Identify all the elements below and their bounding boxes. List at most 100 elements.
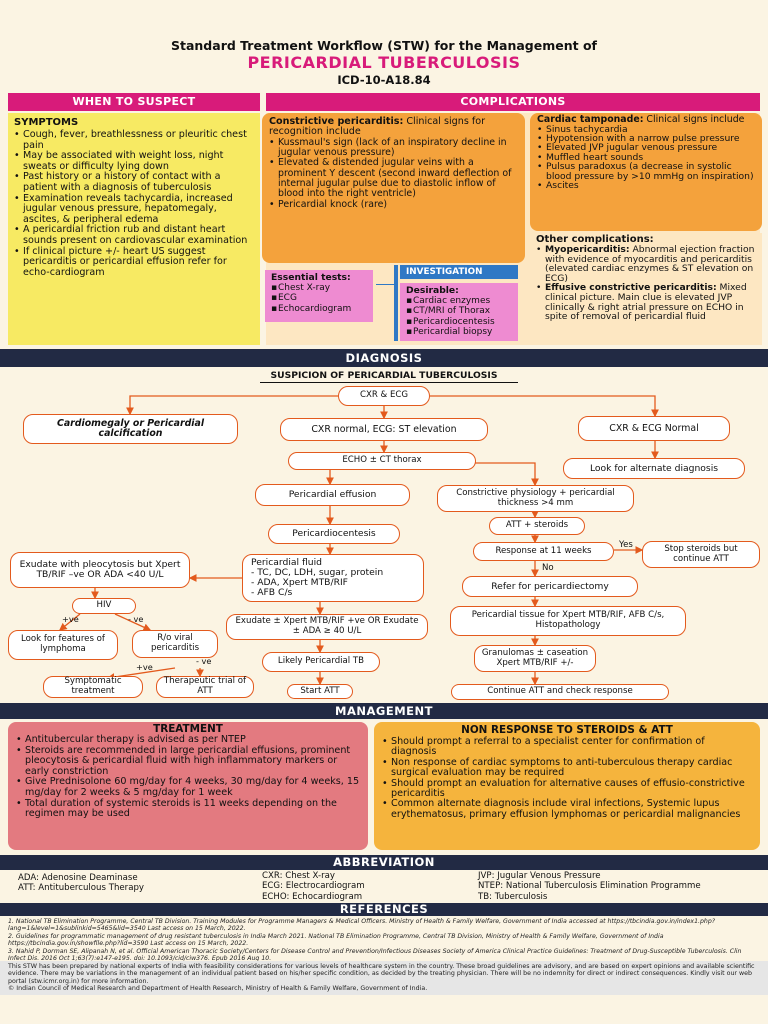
node-alternate: Look for alternate diagnosis bbox=[563, 458, 745, 479]
tamponade-item: Sinus tachycardia bbox=[537, 124, 755, 134]
nonresponse-heading: NON RESPONSE TO STEROIDS & ATT bbox=[461, 724, 673, 736]
essential-test-item: ECG bbox=[271, 293, 367, 304]
node-cardiomegaly: Cardiomegaly or Pericardial calcificatio… bbox=[23, 414, 238, 444]
node-symptomatic: Symptomatic treatment bbox=[43, 676, 143, 698]
desirable-tests-box: Desirable: Cardiac enzymesCT/MRI of Thor… bbox=[400, 283, 518, 341]
investigation-bar bbox=[394, 265, 398, 341]
abbreviation-item: ECHO: Echocardiogram bbox=[262, 891, 363, 902]
tamponade-item: Muffled heart sounds bbox=[537, 152, 755, 162]
nonresponse-list: Should prompt a referral to a specialist… bbox=[382, 736, 752, 820]
constrictive-item: Pericardial knock (rare) bbox=[269, 199, 518, 210]
constrictive-item: Elevated & distended jugular veins with … bbox=[269, 158, 518, 199]
label-viral-pos: +ve bbox=[136, 662, 153, 672]
fluid-item: - AFB C/s bbox=[251, 587, 293, 599]
header-icd: ICD-10-A18.84 bbox=[337, 73, 431, 87]
node-exudate: Exudate with pleocytosis but Xpert TB/RI… bbox=[10, 552, 190, 588]
myo-title: Myopericarditis: bbox=[545, 244, 630, 255]
treatment-list: Antitubercular therapy is advised as per… bbox=[16, 734, 360, 820]
tamponade-item: Hypotension with a narrow pulse pressure bbox=[537, 134, 755, 144]
complications-heading: COMPLICATIONS bbox=[266, 93, 760, 111]
treatment-panel: TREATMENT Antitubercular therapy is advi… bbox=[8, 722, 368, 850]
header-title: Standard Treatment Workflow (STW) for th… bbox=[171, 38, 597, 53]
node-start-att: Start ATT bbox=[287, 684, 353, 699]
node-lymphoma: Look for features of lymphoma bbox=[8, 630, 118, 660]
constrictive-title: Constrictive pericarditis: bbox=[269, 116, 404, 127]
node-pericardiectomy: Refer for pericardiectomy bbox=[462, 576, 638, 597]
node-therapeutic: Therapeutic trial of ATT bbox=[156, 676, 254, 698]
essential-test-item: Echocardiogram bbox=[271, 304, 367, 315]
constrictive-intro: Clinical signs for recognition include bbox=[269, 116, 486, 138]
other-complications-box: Other complications: Myopericarditis: Ab… bbox=[530, 233, 762, 345]
symptoms-heading: SYMPTOMS bbox=[14, 117, 79, 128]
investigation-label: INVESTIGATION bbox=[400, 265, 518, 279]
when-to-suspect-panel: SYMPTOMS Cough, fever, breathlessness or… bbox=[8, 113, 260, 345]
diagnosis-subheading: SUSPICION OF PERICARDIAL TUBERCULOSIS bbox=[270, 370, 498, 381]
desirable-list: Cardiac enzymesCT/MRI of ThoraxPericardi… bbox=[406, 296, 512, 338]
label-no: No bbox=[542, 563, 554, 573]
abbreviation-item: ATT: Antituberculous Therapy bbox=[18, 883, 145, 894]
label-yes: Yes bbox=[619, 540, 633, 550]
symptom-item: Past history or a history of contact wit… bbox=[14, 172, 254, 193]
node-cxr-normal-st: CXR normal, ECG: ST elevation bbox=[280, 418, 488, 441]
tamponade-item: Ascites bbox=[537, 181, 755, 191]
node-cxr-ecg: CXR & ECG bbox=[338, 386, 430, 406]
constrictive-item: Kussmaul's sign (lack of an inspiratory … bbox=[269, 137, 518, 159]
symptom-item: If clinical picture +/- heart US suggest… bbox=[14, 246, 254, 279]
references-list: 1. National TB Elimination Programme, Ce… bbox=[8, 918, 760, 962]
constrictive-box: Constrictive pericarditis: Clinical sign… bbox=[262, 113, 525, 263]
constrictive-list: Kussmaul's sign (lack of an inspiratory … bbox=[269, 137, 518, 210]
desirable-test-item: CT/MRI of Thorax bbox=[406, 306, 512, 317]
essential-title: Essential tests: bbox=[271, 272, 351, 283]
symptom-item: May be associated with weight loss, nigh… bbox=[14, 150, 254, 172]
node-echo: ECHO ± CT thorax bbox=[288, 452, 476, 470]
other-item: Myopericarditis: Abnormal ejection fract… bbox=[536, 245, 756, 283]
node-hiv: HIV bbox=[72, 598, 136, 614]
abbreviation-item: NTEP: National Tuberculosis Elimination … bbox=[478, 881, 701, 892]
label-viral-neg: - ve bbox=[196, 656, 212, 666]
node-att-steroids: ATT + steroids bbox=[489, 517, 585, 535]
tamponade-box: Cardiac tamponade: Clinical signs includ… bbox=[530, 113, 762, 231]
treatment-heading: TREATMENT bbox=[153, 723, 223, 735]
other-item: Effusive constrictive pericarditis: Mixe… bbox=[536, 283, 756, 321]
node-effusion: Pericardial effusion bbox=[255, 484, 410, 506]
fluid-item: - TC, DC, LDH, sugar, protein bbox=[251, 566, 384, 578]
fluid-item: - ADA, Xpert MTB/RIF bbox=[251, 577, 348, 588]
node-stop-steroids: Stop steroids but continue ATT bbox=[642, 541, 760, 568]
symptom-item: Cough, fever, breathlessness or pleuriti… bbox=[14, 129, 254, 151]
node-fluid: Pericardial fluid - TC, DC, LDH, sugar, … bbox=[242, 554, 424, 602]
node-continue-att: Continue ATT and check response bbox=[451, 684, 669, 700]
management-heading: MANAGEMENT bbox=[0, 703, 768, 719]
eff-title: Effusive constrictive pericarditis: bbox=[545, 282, 717, 294]
tamponade-item: Elevated JVP jugular venous pressure bbox=[537, 143, 755, 153]
header-disease: PERICARDIAL TUBERCULOSIS bbox=[247, 53, 521, 72]
nonresponse-item: Should prompt an evaluation for alternat… bbox=[382, 778, 752, 800]
desirable-test-item: Cardiac enzymes bbox=[406, 296, 512, 307]
node-granulomas: Granulomas ± caseation Xpert MTB/RIF +/- bbox=[474, 645, 596, 672]
other-complications-title: Other complications: bbox=[536, 234, 654, 245]
desirable-test-item: Pericardial biopsy bbox=[406, 327, 512, 338]
investigation-connector bbox=[376, 284, 394, 285]
label-hiv-pos: +ve bbox=[62, 614, 79, 624]
node-likely-tb: Likely Pericardial TB bbox=[262, 652, 380, 672]
abbreviation-item: JVP: Jugular Venous Pressure bbox=[478, 871, 601, 881]
desirable-title: Desirable: bbox=[406, 285, 459, 296]
subheading-underline bbox=[260, 382, 518, 383]
tamponade-intro: Clinical signs include bbox=[643, 114, 745, 125]
node-xpert-pos: Exudate ± Xpert MTB/RIF +ve OR Exudate ±… bbox=[226, 614, 428, 640]
tamponade-list: Sinus tachycardiaHypotension with a narr… bbox=[537, 124, 755, 191]
eff-text: Mixed clinical picture. Main clue is ele… bbox=[545, 282, 747, 323]
essential-list: Chest X-rayECGEchocardiogram bbox=[271, 283, 367, 315]
reference-item: 3. Nahid P, Dorman SE, Alipanah N, et al… bbox=[8, 947, 742, 963]
footer-disclaimer: This STW has been prepared by national e… bbox=[8, 963, 755, 985]
node-tissue: Pericardial tissue for Xpert MTB/RIF, AF… bbox=[450, 606, 686, 636]
node-response: Response at 11 weeks bbox=[473, 542, 614, 561]
reference-item: 1. National TB Elimination Programme, Ce… bbox=[8, 918, 716, 933]
node-constrictive: Constrictive physiology + pericardial th… bbox=[437, 485, 634, 512]
treatment-item: Give Prednisolone 60 mg/day for 4 weeks,… bbox=[16, 777, 360, 798]
when-to-suspect-heading: WHEN TO SUSPECT bbox=[8, 93, 260, 111]
label-hiv-neg: - ve bbox=[128, 614, 144, 624]
fluid-items: - TC, DC, LDH, sugar, protein- ADA, Xper… bbox=[251, 566, 384, 599]
